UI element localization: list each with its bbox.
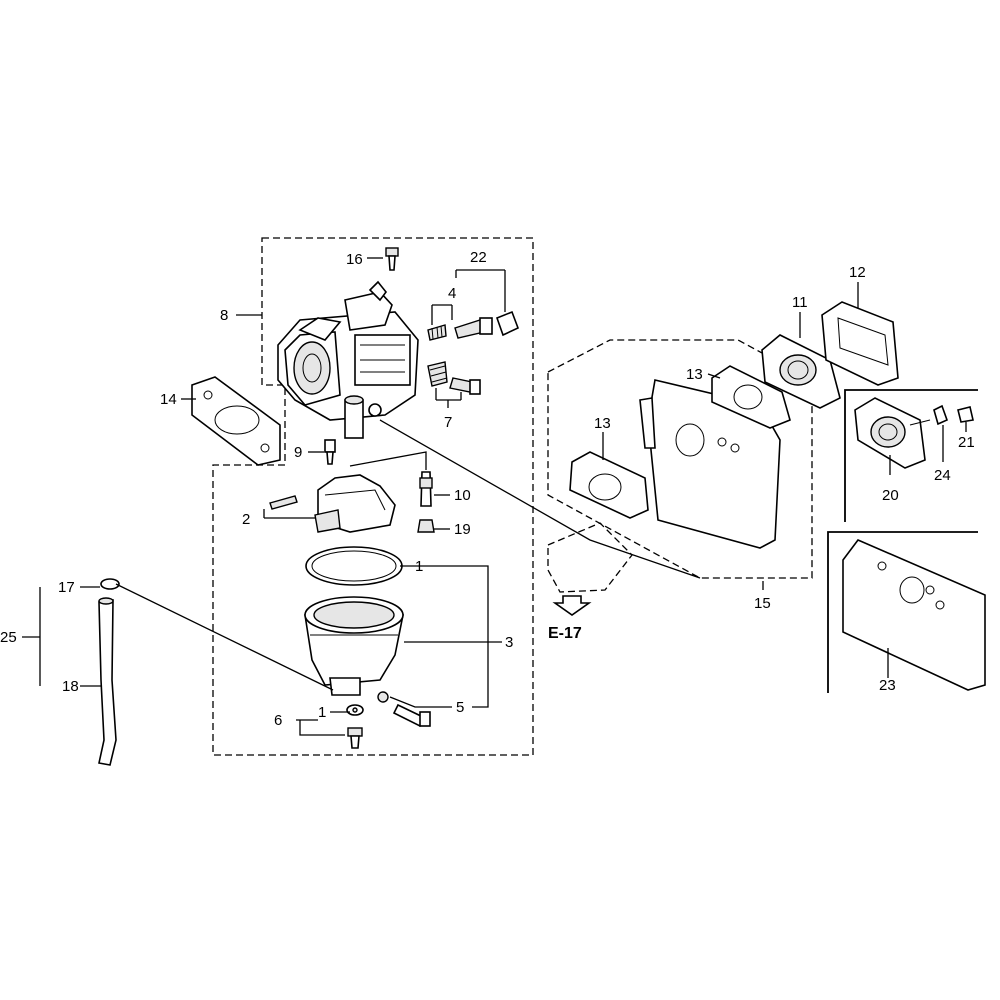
float-chamber-3[interactable] xyxy=(304,596,404,696)
pilot-screw-set-4[interactable] xyxy=(427,310,520,341)
callout-16: 16 xyxy=(346,251,363,268)
carburetor-gasket-14[interactable] xyxy=(191,376,281,466)
float-valve-10[interactable] xyxy=(419,471,433,507)
callout-11: 11 xyxy=(792,294,808,311)
insulator-plate-15[interactable] xyxy=(639,379,781,549)
callout-4: 4 xyxy=(448,285,456,302)
gasket-box-frame xyxy=(844,389,978,522)
throttle-stop-screw-set-7[interactable] xyxy=(427,361,481,395)
carburetor-assembly-boundary xyxy=(212,237,534,756)
callout-13b: 13 xyxy=(686,366,703,383)
callout-17: 17 xyxy=(58,579,75,596)
main-jet-9[interactable] xyxy=(324,439,336,465)
carburetor-body[interactable] xyxy=(277,280,419,439)
callout-12: 12 xyxy=(849,264,866,281)
callout-1b: 1 xyxy=(318,704,326,721)
elbow-ref-outline xyxy=(547,522,633,593)
float-chamber-o-ring-1[interactable] xyxy=(305,546,403,586)
callout-24: 24 xyxy=(934,467,951,484)
callout-2: 2 xyxy=(242,511,250,528)
fuel-tube-18[interactable] xyxy=(98,597,117,766)
float[interactable] xyxy=(314,474,396,533)
insulator-20[interactable] xyxy=(854,397,931,469)
insulator-gasket-13-rear[interactable] xyxy=(711,365,791,429)
callout-1a: 1 xyxy=(415,558,423,575)
gasket-23[interactable] xyxy=(842,539,986,691)
callout-14: 14 xyxy=(160,391,177,408)
bolt-washer-set-6[interactable] xyxy=(346,704,364,749)
callout-22: 22 xyxy=(470,249,487,266)
callout-5: 5 xyxy=(456,699,464,716)
callout-8: 8 xyxy=(220,307,228,324)
callout-9: 9 xyxy=(294,444,302,461)
callout-18: 18 xyxy=(62,678,79,695)
callout-23: 23 xyxy=(879,677,896,694)
insulator-assembly-boundary xyxy=(547,339,813,579)
callout-7: 7 xyxy=(444,414,452,431)
callout-10: 10 xyxy=(454,487,471,504)
callout-3: 3 xyxy=(505,634,513,651)
callout-20: 20 xyxy=(882,487,899,504)
callout-25: 25 xyxy=(0,629,17,646)
callout-6: 6 xyxy=(274,712,282,729)
float-pin-2[interactable] xyxy=(269,495,298,510)
e17-arrow-icon xyxy=(552,595,592,616)
tube-clip-17[interactable] xyxy=(100,578,120,590)
callout-13a: 13 xyxy=(594,415,611,432)
section-ref-e17[interactable]: E-17 xyxy=(548,625,582,642)
leader-lines xyxy=(22,257,967,736)
insulator-11[interactable] xyxy=(761,334,841,409)
screw-16[interactable] xyxy=(385,247,399,271)
callout-19: 19 xyxy=(454,521,471,538)
callout-15: 15 xyxy=(754,595,771,612)
insulator-gasket-13-front[interactable] xyxy=(569,451,649,519)
gasket-23-box-frame xyxy=(827,531,978,693)
cap-21[interactable] xyxy=(957,406,974,423)
callout-21: 21 xyxy=(958,434,975,451)
drain-screw-19[interactable] xyxy=(417,519,435,533)
gasket-12[interactable] xyxy=(821,301,899,386)
spring-clip-24[interactable] xyxy=(933,404,949,426)
callout-labels: 16 22 4 7 8 14 9 10 19 2 1 3 5 1 6 17 25… xyxy=(0,249,975,729)
drain-screw-set-5[interactable] xyxy=(377,691,431,728)
